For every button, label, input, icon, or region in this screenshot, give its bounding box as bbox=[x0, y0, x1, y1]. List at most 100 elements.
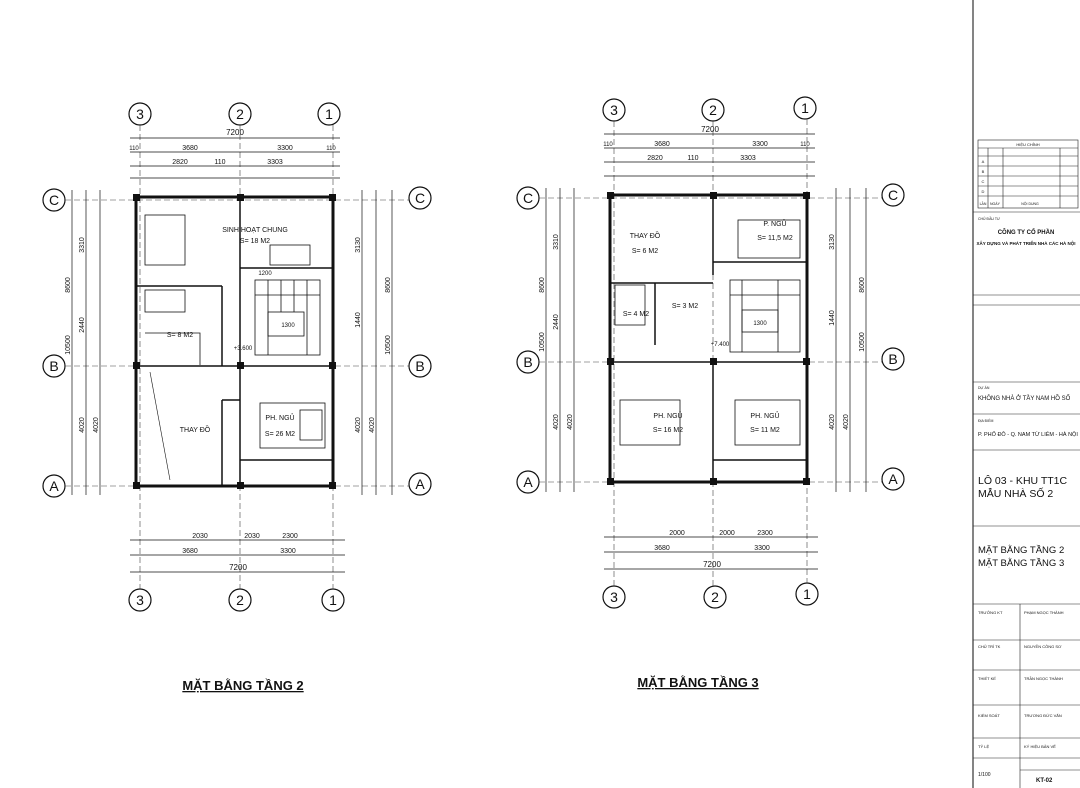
dim-top-end-right: 110 bbox=[326, 146, 336, 152]
signoff-name-3: TRẦN NGỌC THÀNH bbox=[1024, 676, 1063, 681]
dim-right-outer-1: 8600 bbox=[859, 277, 866, 293]
grid-row-b-right: B bbox=[415, 358, 424, 374]
signoff-role-4: KIỂM SOÁT bbox=[978, 713, 1000, 718]
grid-row-b-left: B bbox=[49, 358, 58, 374]
stair-dim-1200: 1200 bbox=[258, 271, 272, 277]
room-bedroom-a-name: PH. NGỦ bbox=[653, 411, 682, 420]
level-mark: +3.600 bbox=[234, 346, 253, 352]
room-bedroom-a-area: S= 16 M2 bbox=[653, 427, 683, 434]
grid-row-c-left: C bbox=[49, 192, 59, 208]
grid-label-1-bottom: 1 bbox=[803, 586, 811, 602]
project-name: KHÔNG NHÀ Ở TẦY NAM HỒ SỐ bbox=[978, 395, 1071, 402]
dim-right-4: 4020 bbox=[843, 414, 850, 430]
dim-top-110: 110 bbox=[214, 159, 225, 166]
grid-label-2-bottom: 2 bbox=[711, 589, 719, 605]
revision-col-1: LẦN bbox=[980, 202, 987, 206]
grid-label-1-top: 1 bbox=[325, 106, 333, 122]
dim-bottom-3680: 3680 bbox=[182, 548, 198, 555]
floor-plan-level-2: 3 2 1 3 2 1 C B A C B A bbox=[42, 102, 432, 612]
dim-top-end-left: 110 bbox=[603, 142, 613, 148]
revision-row-c: C bbox=[982, 179, 985, 184]
dim-right-2: 1440 bbox=[355, 312, 362, 328]
room-bedroom-small-name: P. NGỦ bbox=[763, 219, 786, 228]
room-bedroom-name: PH. NGỦ bbox=[265, 413, 294, 422]
room-dressing-name: THAY ĐỒ bbox=[630, 230, 661, 240]
grid-row-c-left: C bbox=[523, 190, 533, 206]
dim-left-1: 3310 bbox=[553, 234, 560, 250]
dim-bottom-1: 2000 bbox=[669, 530, 685, 537]
room-wc-2-area: S= 4 M2 bbox=[623, 311, 649, 318]
room-living-area: S= 18 M2 bbox=[240, 238, 270, 245]
dim-top-overall: 7200 bbox=[701, 125, 719, 134]
grid-axis-top bbox=[128, 102, 341, 126]
dim-top-110: 110 bbox=[687, 155, 698, 162]
grid-row-a-left: A bbox=[49, 478, 59, 494]
dim-top-3303: 3303 bbox=[267, 159, 283, 166]
stair-dim-1300: 1300 bbox=[281, 323, 295, 329]
dim-left-outer-1: 8600 bbox=[539, 277, 546, 293]
dim-right-outer-1: 8600 bbox=[385, 277, 392, 293]
dim-bottom-3680: 3680 bbox=[654, 545, 670, 552]
dim-top-end-right: 110 bbox=[800, 142, 810, 148]
grid-row-b-left: B bbox=[523, 354, 532, 370]
dim-top-3300: 3300 bbox=[752, 141, 768, 148]
signoff-name-2: NGUYỄN CÔNG SƠ bbox=[1024, 644, 1062, 649]
location-label: ĐỊA ĐIỂM bbox=[978, 418, 993, 423]
grid-label-3-top: 3 bbox=[610, 102, 618, 118]
stair-dim-1300: 1300 bbox=[753, 321, 767, 327]
company-line-2: XÂY DỰNG VÀ PHÁT TRIỂN NHÀ CÁC HÀ NỘI bbox=[977, 239, 1076, 246]
signoff-role-2: CHỦ TRÌ TK bbox=[978, 644, 1001, 649]
lot-line-1: LÔ 03 - KHU TT1C bbox=[978, 474, 1067, 487]
dim-left-2: 2440 bbox=[553, 314, 560, 330]
dim-top-3300: 3300 bbox=[277, 145, 293, 152]
dim-bottom-3300: 3300 bbox=[280, 548, 296, 555]
dim-bottom-1: 2030 bbox=[192, 533, 208, 540]
sheet-title-1: MẶT BẰNG TẦNG 2 bbox=[978, 545, 1064, 556]
room-wc-area: S= 8 M2 bbox=[167, 332, 193, 339]
dim-bottom-3: 2300 bbox=[757, 530, 773, 537]
grid-label-3-bottom: 3 bbox=[136, 592, 144, 608]
room-bedroom-b-area: S= 11 M2 bbox=[750, 427, 780, 434]
dim-left-outer-2: 10500 bbox=[539, 332, 546, 352]
dim-left-3: 4020 bbox=[79, 417, 86, 433]
revision-header: HIỆU CHỈNH bbox=[1016, 142, 1039, 147]
dim-left-3: 4020 bbox=[553, 414, 560, 430]
dim-right-2: 1440 bbox=[829, 310, 836, 326]
location-value: P. PHỐ ĐÔ - Q. NAM TỪ LIÊM - HÀ NỘI bbox=[978, 430, 1078, 438]
dim-top-end-left: 110 bbox=[129, 146, 139, 152]
dim-bottom-overall: 7200 bbox=[703, 560, 721, 569]
dim-top-2820: 2820 bbox=[647, 155, 663, 162]
dim-left-outer-1: 8600 bbox=[65, 277, 72, 293]
dim-right-outer-2: 10500 bbox=[859, 332, 866, 352]
grid-row-a-left: A bbox=[523, 474, 533, 490]
room-bedroom-area: S= 26 M2 bbox=[265, 431, 295, 438]
room-bedroom-small-area: S= 11,5 M2 bbox=[757, 235, 793, 242]
project-label: DỰ ÁN bbox=[978, 386, 990, 390]
grid-label-2-bottom: 2 bbox=[236, 592, 244, 608]
dim-top-3303: 3303 bbox=[740, 155, 756, 162]
dim-top-2820: 2820 bbox=[172, 159, 188, 166]
level-mark: +7.400 bbox=[711, 342, 730, 348]
sheet-title-2: MẶT BẰNG TẦNG 3 bbox=[978, 558, 1064, 569]
dim-left-4: 4020 bbox=[93, 417, 100, 433]
dim-top-3680: 3680 bbox=[182, 145, 198, 152]
dim-left-1: 3310 bbox=[79, 237, 86, 253]
owner-label: CHỦ ĐẦU TƯ bbox=[978, 216, 1000, 221]
scale-value: 1/100 bbox=[978, 772, 991, 778]
dim-left-2: 2440 bbox=[79, 317, 86, 333]
dim-right-outer-2: 10500 bbox=[385, 335, 392, 355]
dim-top-overall: 7200 bbox=[226, 128, 244, 137]
caption-floor-3: MẶT BẰNG TẦNG 3 bbox=[637, 675, 758, 690]
grid-row-c-right: C bbox=[888, 187, 898, 203]
room-dressing-area: S= 6 M2 bbox=[632, 248, 658, 255]
drawing-number: KT-02 bbox=[1036, 778, 1053, 784]
dim-right-1: 3130 bbox=[829, 234, 836, 250]
revision-row-d: D bbox=[982, 189, 985, 194]
grid-label-3-top: 3 bbox=[136, 106, 144, 122]
dim-bottom-overall: 7200 bbox=[229, 563, 247, 572]
dim-left-4: 4020 bbox=[567, 414, 574, 430]
dim-bottom-2: 2000 bbox=[719, 530, 735, 537]
drawing-number-label: KÝ HIỆU BẢN VẼ bbox=[1024, 744, 1056, 749]
signoff-name-1: PHẠM NGỌC THÀNH bbox=[1024, 610, 1064, 615]
floor-plan-level-3: 3 2 1 3 2 1 C B A C B A bbox=[516, 96, 905, 609]
